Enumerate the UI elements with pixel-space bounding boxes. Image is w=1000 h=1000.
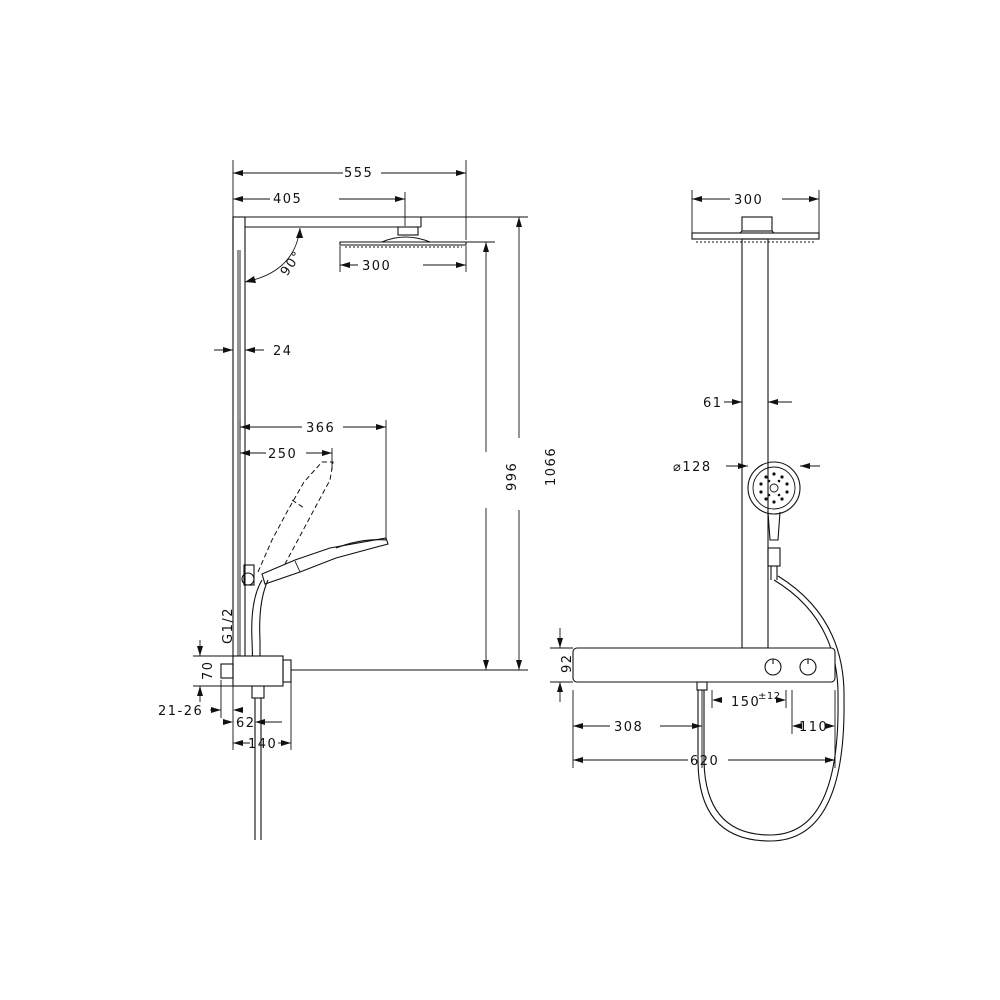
hand-shower-holder [241, 564, 255, 586]
dim-140-label: 140 [248, 737, 277, 752]
dim-308-label: 308 [614, 720, 643, 735]
dim-110-label: 110 [799, 720, 828, 735]
dim-128-label: ⌀128 [673, 460, 712, 475]
overhead-shower-front [691, 216, 820, 243]
dim-24-label: 24 [273, 344, 293, 359]
dim-620-label: 620 [690, 754, 719, 769]
dim-110: 110 [791, 690, 836, 768]
riser-pipe [232, 216, 246, 672]
hand-shower-front [747, 461, 801, 580]
side-view: 555 405 300 90° [158, 160, 559, 840]
dim-128: ⌀128 [673, 460, 820, 475]
dim-62: 62 [223, 700, 282, 731]
hose-front [697, 575, 845, 842]
dim-140: 140 [233, 682, 292, 752]
dim-92: 92 [550, 628, 575, 702]
dim-996-label: 996 [505, 462, 520, 491]
dim-1066: 1066 [291, 216, 559, 671]
dim-150-label: 150 [731, 695, 760, 710]
front-view: 300 61 ⌀128 92 [550, 190, 845, 842]
dim-92-label: 92 [560, 653, 575, 673]
shower-hose [251, 579, 269, 840]
thermostat-front [572, 647, 836, 691]
dim-250-label: 250 [268, 447, 297, 462]
thermostat-body-side [220, 655, 292, 687]
dim-555: 555 [232, 160, 467, 240]
dim-g12: G1/2 [221, 607, 236, 644]
dim-250: 250 [240, 447, 333, 470]
dim-61: 61 [703, 396, 792, 411]
dim-1066-label: 1066 [544, 447, 559, 486]
dim-90-label: 90° [278, 248, 306, 279]
hand-shower-dashed [257, 461, 334, 573]
dim-61-label: 61 [703, 396, 723, 411]
dim-555-label: 555 [344, 166, 373, 181]
hand-shower-solid [261, 537, 389, 585]
nozzle-pattern [759, 472, 789, 504]
dim-70-label: 70 [201, 660, 216, 680]
dim-405-label: 405 [273, 192, 302, 207]
dim-62-label: 62 [236, 716, 256, 731]
riser-front [741, 238, 769, 649]
dim-620: 620 [573, 754, 835, 769]
dim-996: 996 [466, 241, 520, 670]
overhead-shower-head [339, 226, 467, 248]
shower-arm [232, 216, 422, 250]
dim-300-front: 300 [691, 190, 820, 233]
dim-300-side-label: 300 [362, 259, 391, 274]
dim-21-26: 21-26 [158, 680, 243, 750]
dim-90-angle: 90° [244, 227, 306, 283]
dim-300-side: 300 [339, 246, 467, 274]
dim-366-label: 366 [306, 421, 335, 436]
dim-150: 150 ±12 [711, 690, 787, 710]
dim-21-26-label: 21-26 [158, 704, 203, 719]
dim-24: 24 [214, 344, 293, 359]
dim-308: 308 [572, 690, 703, 768]
dim-405: 405 [233, 192, 406, 226]
dim-150-tolerance: ±12 [758, 691, 781, 702]
dim-300-front-label: 300 [734, 193, 763, 208]
dim-70: 70 [193, 640, 233, 702]
dim-g12-label: G1/2 [221, 607, 236, 644]
dim-366: 366 [239, 420, 387, 540]
